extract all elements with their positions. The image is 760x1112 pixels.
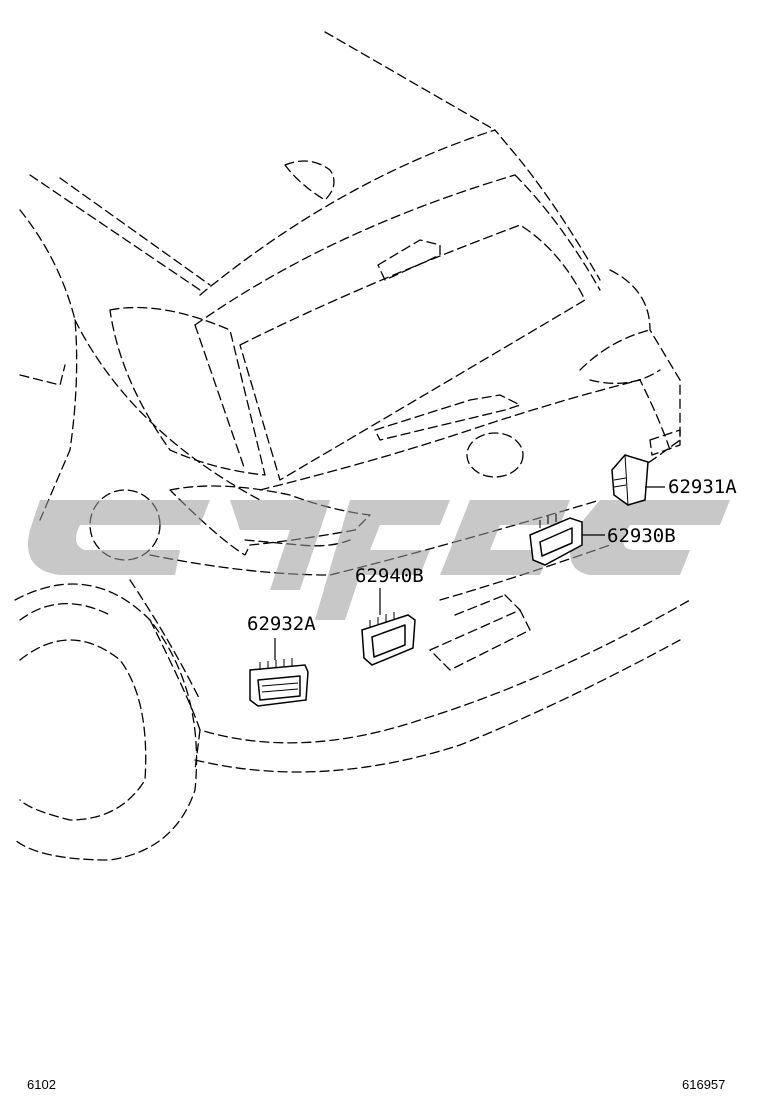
footer-code-left: 6102 [27, 1077, 56, 1092]
callout-62931A: 62931A [668, 476, 737, 498]
callout-62932A: 62932A [247, 613, 316, 635]
watermark-logo [28, 500, 730, 620]
part-62932A: 62932A [247, 613, 316, 707]
part-62930B: 62930B [529, 514, 676, 566]
footer-code-right: 616957 [682, 1077, 725, 1092]
callout-62930B: 62930B [607, 525, 676, 547]
vehicle-outline [14, 31, 691, 861]
callout-62940B: 62940B [355, 565, 424, 587]
part-62931A: 62931A [611, 454, 737, 506]
part-62940B: 62940B [355, 565, 424, 666]
